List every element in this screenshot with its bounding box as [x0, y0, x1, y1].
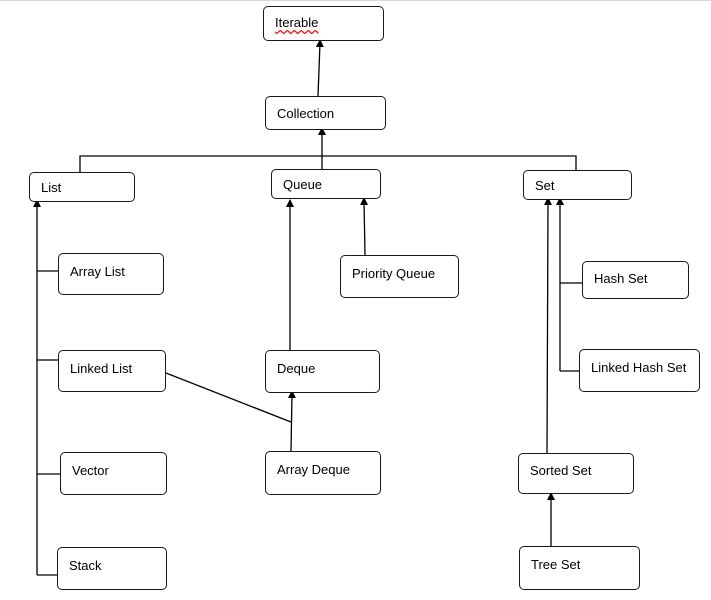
node-queue-label: Queue: [283, 177, 323, 192]
node-sorted-set: Sorted Set: [518, 453, 634, 494]
node-vector-label: Vector: [72, 463, 109, 478]
node-iterable-label: Iterable: [275, 15, 319, 30]
edge-arraydeque-to-deque: [287, 390, 296, 452]
node-linked-hash-set-label: Linked Hash Set: [591, 360, 687, 375]
node-array-deque-label: Array Deque: [277, 462, 350, 477]
node-deque: Deque: [265, 350, 380, 393]
node-stack-label: Stack: [69, 558, 102, 573]
node-hash-set: Hash Set: [582, 261, 689, 299]
node-linked-hash-set: Linked Hash Set: [579, 349, 700, 392]
edge-sortedset-to-set: [543, 197, 552, 454]
node-priority-queue: Priority Queue: [340, 255, 459, 298]
edge-priorityqueue-to-queue: [360, 197, 369, 256]
node-iterable: Iterable: [263, 6, 384, 41]
node-array-list: Array List: [58, 253, 164, 295]
edge-collection-to-iterable: [315, 39, 324, 97]
node-deque-label: Deque: [277, 361, 316, 376]
node-tree-set-label: Tree Set: [531, 557, 581, 572]
page-top-border: [0, 0, 711, 1]
node-linked-list-label: Linked List: [70, 361, 133, 376]
node-collection-label: Collection: [277, 106, 335, 121]
node-collection: Collection: [265, 96, 386, 130]
node-sorted-set-label: Sorted Set: [530, 463, 592, 478]
node-list-label: List: [41, 180, 62, 195]
node-priority-queue-label: Priority Queue: [352, 266, 436, 281]
node-list: List: [29, 172, 135, 202]
node-queue: Queue: [271, 169, 381, 199]
edge-bus-horizontal: [79, 155, 577, 172]
node-array-list-label: Array List: [70, 264, 125, 279]
node-set: Set: [523, 170, 632, 200]
node-set-label: Set: [535, 178, 555, 193]
node-tree-set: Tree Set: [519, 546, 640, 590]
node-stack: Stack: [57, 547, 167, 590]
node-hash-set-label: Hash Set: [594, 271, 648, 286]
node-vector: Vector: [60, 452, 167, 495]
node-linked-list: Linked List: [58, 350, 166, 392]
node-array-deque: Array Deque: [265, 451, 381, 495]
edge-linkedlist-to-deque: [165, 372, 292, 423]
